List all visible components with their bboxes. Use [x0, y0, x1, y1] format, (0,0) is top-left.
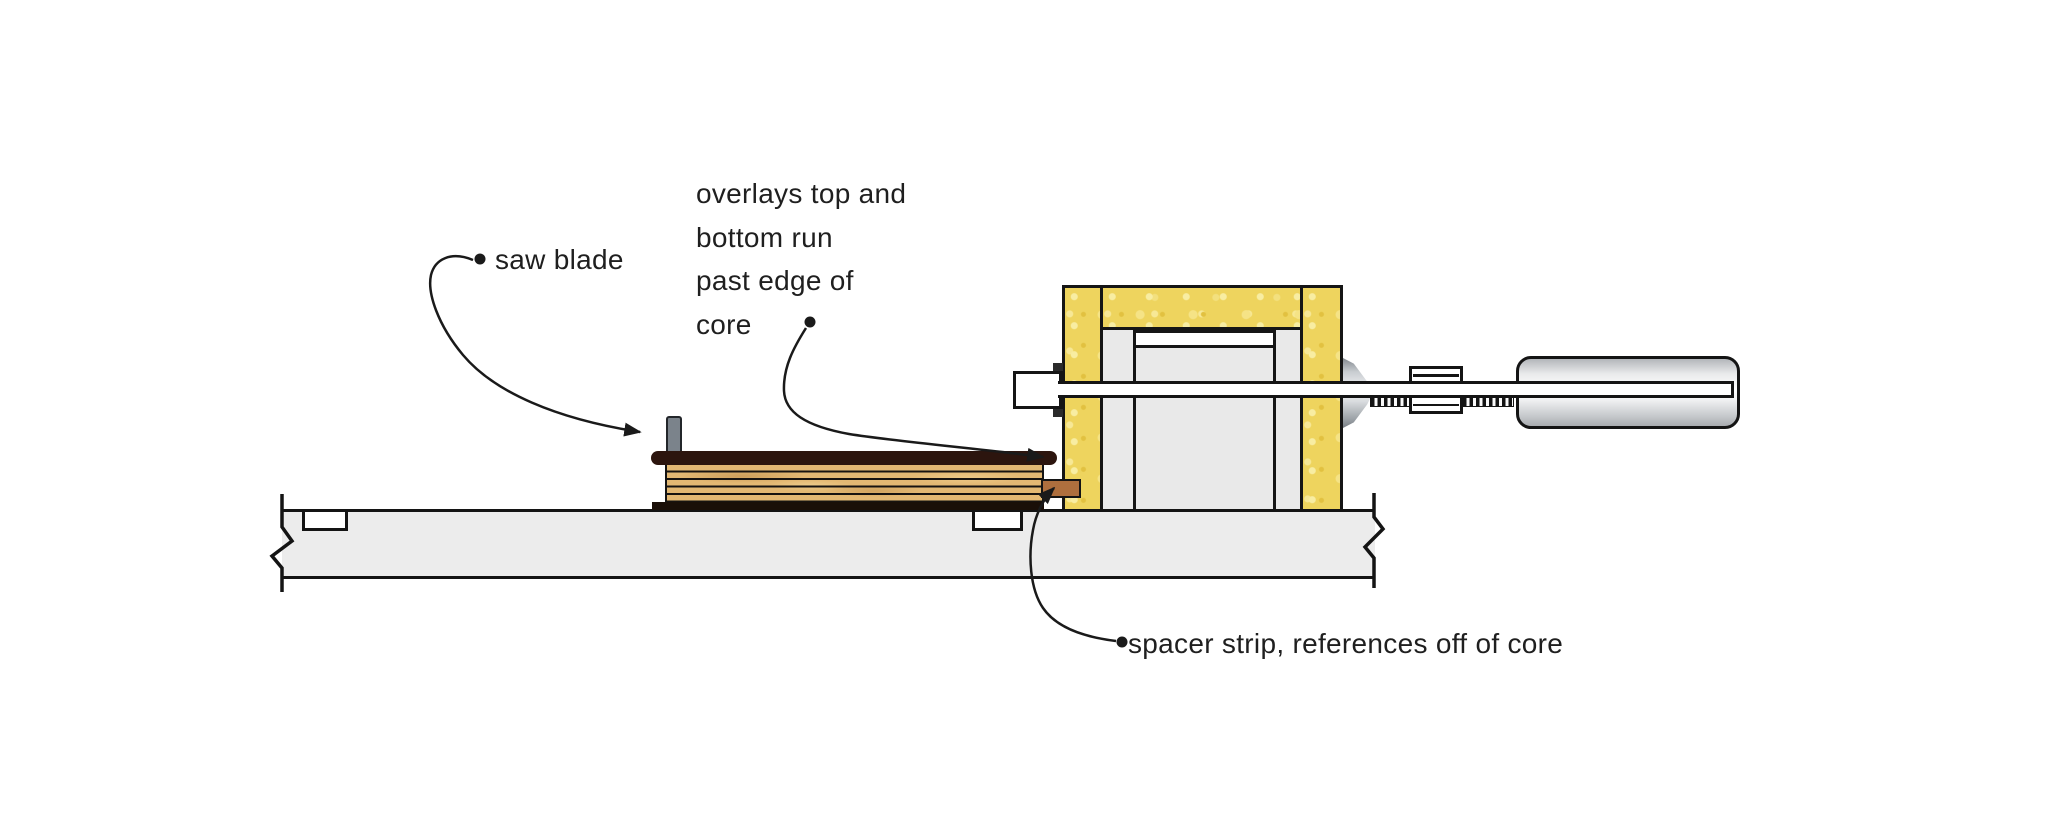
- leader-line-overlays: [782, 327, 1045, 462]
- plywood-core-panel: [665, 463, 1044, 504]
- pad-flange-bottom: [1053, 409, 1063, 417]
- clamp-screw-rod: [1058, 381, 1734, 398]
- overlays-label-line3: past edge of: [696, 265, 854, 296]
- pad-flange-top: [1053, 363, 1063, 371]
- bottom-overlay-strip: [652, 502, 1044, 510]
- fixture-top-rail: [1100, 285, 1303, 330]
- overlays-label-line2: bottom run: [696, 221, 833, 253]
- miter-slot-left: [302, 509, 348, 531]
- top-overlay-strip: [651, 451, 1057, 465]
- leader-dot-spacer: [1116, 636, 1128, 648]
- core-ply-lines: [667, 465, 1042, 502]
- nut-chamfer-bottom: [1413, 403, 1459, 406]
- overlays-label-line4: core: [696, 308, 752, 340]
- spacer-strip: [1041, 479, 1081, 498]
- saw-blade-label: saw blade: [495, 244, 624, 275]
- saw-table-surface: [282, 509, 1375, 579]
- nut-chamfer-top: [1413, 374, 1459, 377]
- leader-dot-saw-blade: [474, 253, 486, 265]
- spacer-strip-label: spacer strip, references off of core: [1128, 628, 1564, 659]
- clamp-pressure-pad: [1013, 371, 1062, 409]
- fixture-top-notch: [1133, 330, 1276, 348]
- fixture-inner-divider-right: [1273, 330, 1276, 509]
- fixture-inner-divider-left: [1133, 330, 1136, 509]
- miter-slot-right: [972, 509, 1023, 531]
- leader-line-saw-blade: [428, 255, 642, 437]
- overlays-label-line1: overlays top and: [696, 178, 907, 209]
- overlays-label: overlays top and bottom run past edge of…: [696, 172, 906, 346]
